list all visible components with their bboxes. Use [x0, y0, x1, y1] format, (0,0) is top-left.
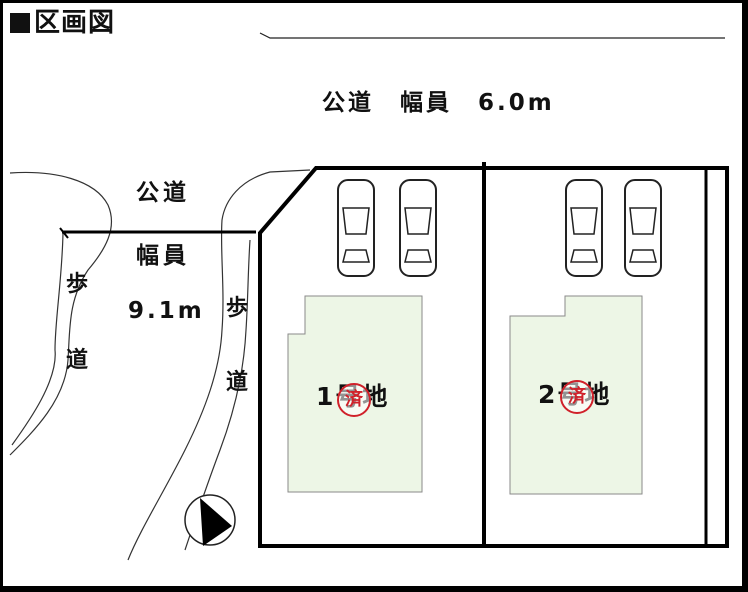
lot-1-sold-stamp: 済 [337, 383, 371, 417]
car-icon [565, 179, 603, 277]
lot-2-sold-stamp: 済 [560, 380, 594, 414]
side-road-line-tick [59, 227, 69, 239]
left-sidewalk-label-2: 道 [66, 348, 89, 373]
car-icon [624, 179, 662, 277]
top-road-edge [259, 32, 725, 39]
left-sidewalk-inner-edge [11, 232, 64, 446]
car-icon [337, 179, 375, 277]
page-title: 区画図 [10, 10, 115, 36]
left-sidewalk-outer-edge [9, 171, 113, 456]
title-square-icon [10, 13, 30, 33]
car-icon [399, 179, 437, 277]
right-sidewalk-label-2: 道 [226, 370, 249, 395]
right-sidewalk-outer-edge [127, 169, 311, 561]
side-road-label-2: 幅員 [136, 243, 190, 269]
north-arrow-icon [184, 494, 236, 546]
right-sidewalk-label-1: 歩 [226, 296, 249, 321]
side-road-label-3: 9.1m [128, 298, 205, 324]
top-road-label: 公道 幅員 6.0m [322, 90, 555, 116]
page-title-text: 区画図 [34, 8, 116, 38]
site-boundary [258, 166, 729, 548]
left-sidewalk-label-1: 歩 [66, 272, 89, 297]
side-road-label-1: 公道 [136, 180, 190, 206]
